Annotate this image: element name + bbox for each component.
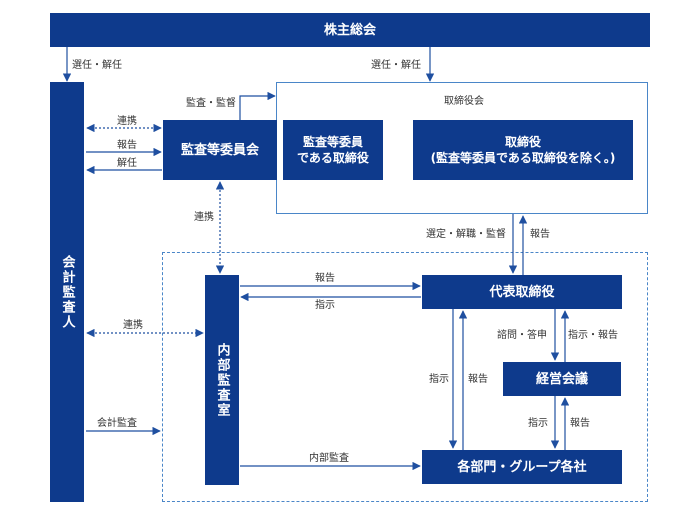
- internal-audit-box: 内部監査室: [205, 275, 239, 485]
- accounting-auditor-label: 会計監査人: [59, 254, 75, 330]
- instruct-dept-label: 指示: [429, 374, 449, 385]
- director-box: 取締役 (監査等委員である取締役を除く。): [413, 120, 633, 180]
- audit-director-label: 監査等委員 である取締役: [297, 135, 369, 165]
- audit-supervise-label: 監査・監督: [186, 98, 236, 109]
- instruct-report-label: 指示・報告: [568, 330, 618, 341]
- shareholders-box: 株主総会: [50, 13, 650, 47]
- report-ia-ceo-label: 報告: [315, 273, 335, 284]
- report-mgmt-label: 報告: [570, 418, 590, 429]
- accounting-audit-label: 会計監査: [97, 418, 137, 429]
- shareholders-label: 株主総会: [323, 22, 376, 38]
- coop3-label: 連携: [123, 320, 143, 331]
- elect-left-label: 選任・解任: [72, 60, 122, 71]
- dismiss-label: 解任: [117, 158, 137, 169]
- board-label: 取締役会: [444, 96, 484, 107]
- select-supervise-label: 選定・解職・監督: [426, 229, 506, 240]
- director-label: 取締役 (監査等委員である取締役を除く。): [430, 135, 616, 165]
- ceo-box: 代表取締役: [422, 275, 622, 309]
- instruct-ceo-ia-label: 指示: [315, 300, 335, 311]
- report-board-label: 報告: [530, 229, 550, 240]
- mgmt-meeting-box: 経営会議: [503, 362, 621, 396]
- audit-director-box: 監査等委員 である取締役: [283, 120, 383, 180]
- internal-audit-label: 内部監査室: [214, 342, 230, 418]
- departments-label: 各部門・グループ各社: [457, 459, 587, 475]
- internal-audit-lbl: 内部監査: [309, 453, 349, 464]
- internal-group-frame: [162, 252, 648, 502]
- audit-committee-label: 監査等委員会: [180, 142, 259, 158]
- mgmt-meeting-label: 経営会議: [535, 371, 588, 387]
- consult-label: 諮問・答申: [497, 330, 547, 341]
- accounting-auditor-box: 会計監査人: [50, 82, 84, 502]
- elect-right-label: 選任・解任: [371, 60, 421, 71]
- audit-committee-box: 監査等委員会: [163, 120, 277, 180]
- coop2-label: 連携: [194, 212, 214, 223]
- audit-supervise-arrow: [239, 91, 276, 120]
- departments-box: 各部門・グループ各社: [422, 450, 622, 484]
- report-dept-label: 報告: [468, 374, 488, 385]
- report1-label: 報告: [117, 140, 137, 151]
- instruct-mgmt-label: 指示: [528, 418, 548, 429]
- coop1-label: 連携: [117, 116, 137, 127]
- ceo-label: 代表取締役: [489, 284, 555, 300]
